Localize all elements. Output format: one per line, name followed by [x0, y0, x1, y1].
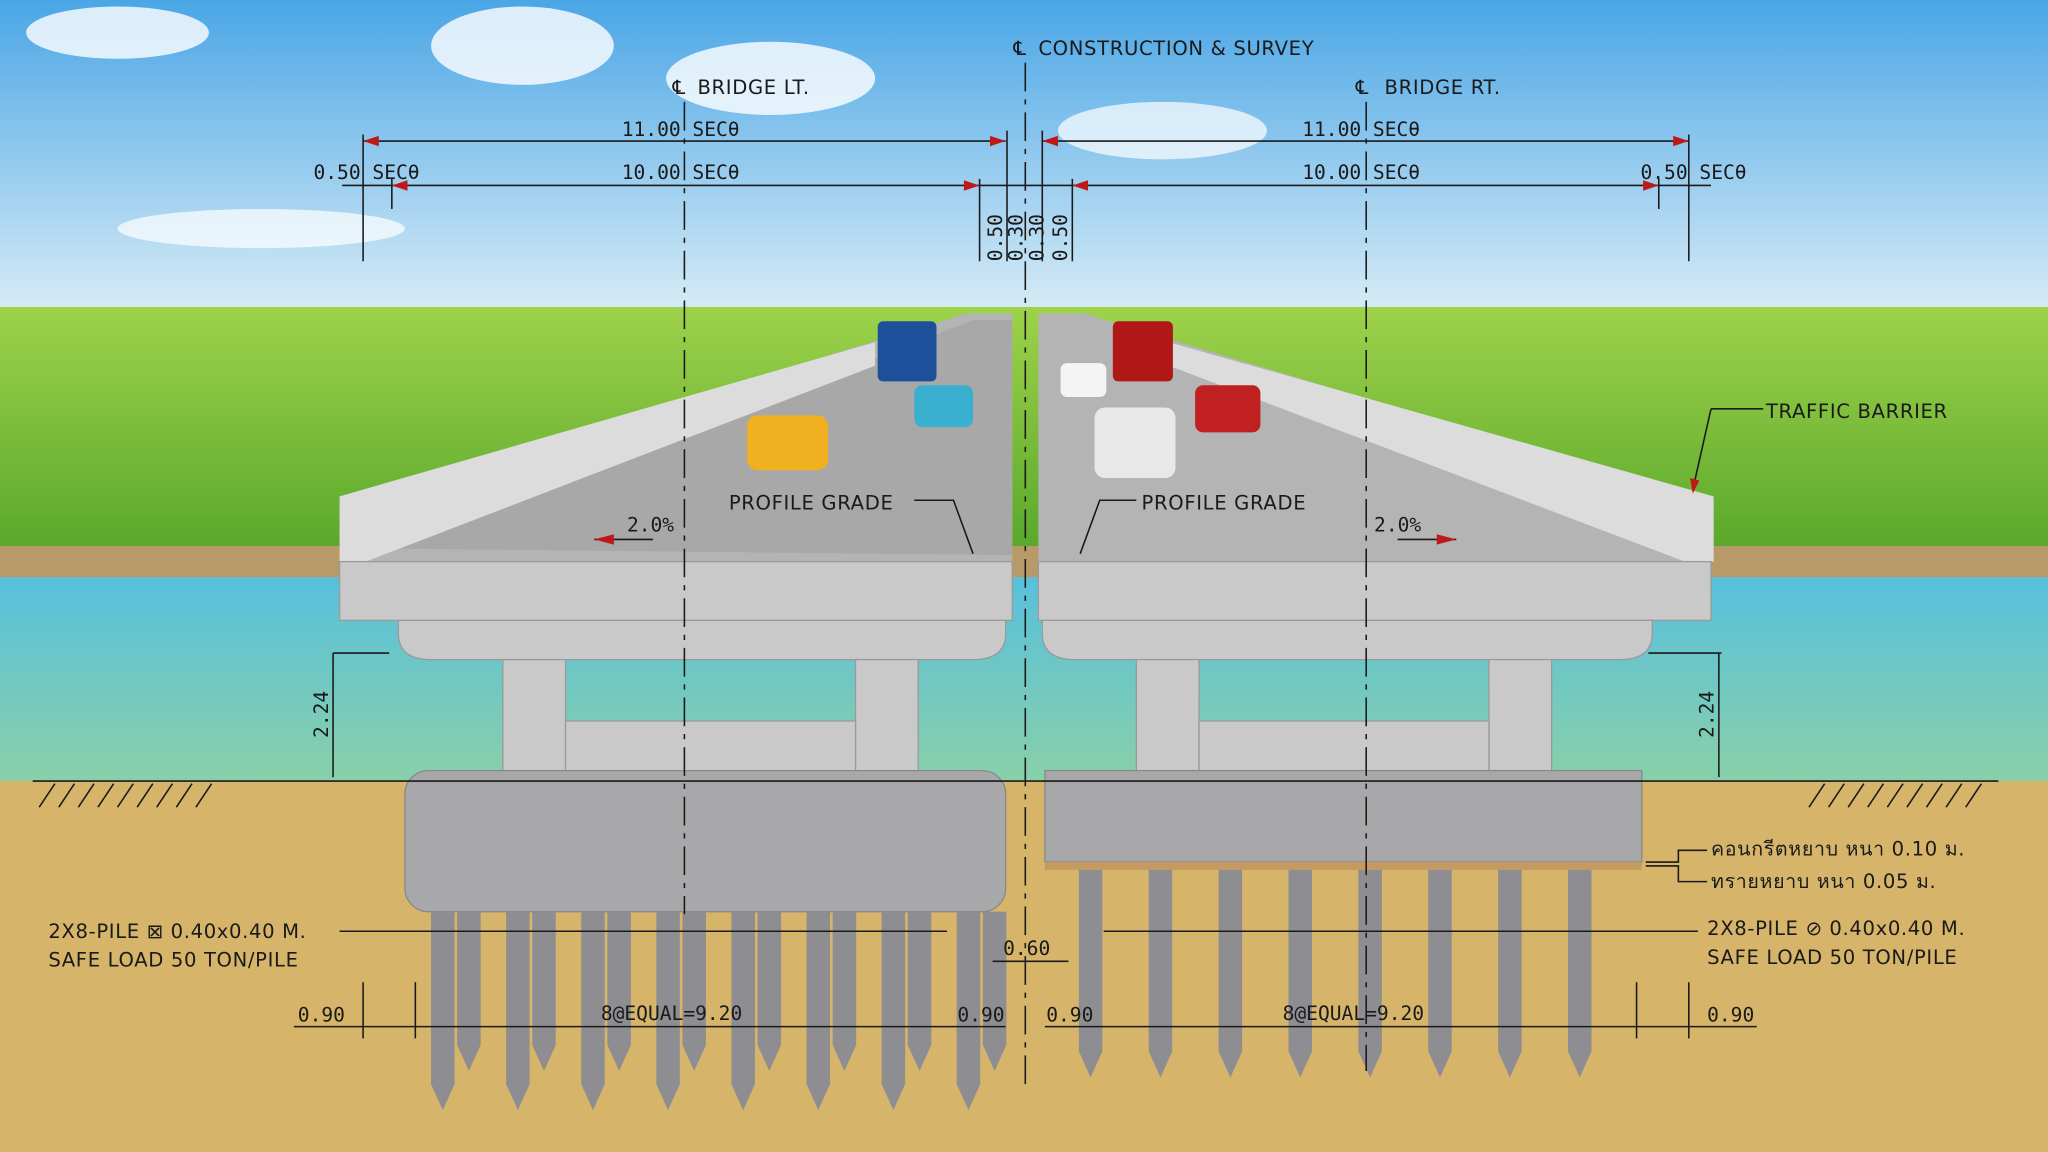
cl-symbol: ℄ — [1013, 37, 1027, 60]
dim-spacing-rt: 8@EQUAL=9.20 — [1283, 1002, 1424, 1025]
pile — [806, 911, 831, 1111]
bridge-left — [338, 313, 1013, 913]
pile — [881, 911, 906, 1111]
pile — [457, 911, 481, 1072]
annotations: TRAFFIC BARRIER PROFILE GRADE PROFILE GR… — [48, 400, 1965, 972]
pile — [656, 911, 680, 1111]
pile-lt-spec: 2X8-PILE ⊠ 0.40x0.40 M. — [48, 920, 306, 943]
pile — [907, 911, 932, 1072]
pile — [506, 911, 530, 1111]
dim-median-2: 0.30 — [1005, 214, 1028, 261]
pile — [982, 911, 1007, 1072]
cl-construction-label: CONSTRUCTION & SURVEY — [1038, 37, 1314, 60]
slope-rt-label: 2.0% — [1374, 514, 1421, 537]
dim-roadway-lt: 10.00 SECθ — [622, 161, 740, 184]
pile-rt-spec: 2X8-PILE ⊘ 0.40x0.40 M. — [1707, 917, 1965, 940]
cl-bridge-rt-label: BRIDGE RT. — [1384, 76, 1500, 99]
centerlines — [683, 62, 1367, 1085]
pile — [731, 911, 755, 1111]
slope-lt-label: 2.0% — [627, 514, 674, 537]
pile — [1498, 869, 1522, 1078]
ground-lines — [32, 780, 1999, 808]
pile — [832, 911, 857, 1072]
cl-labels: ℄ CONSTRUCTION & SURVEY ℄ BRIDGE LT. ℄ B… — [672, 37, 1500, 99]
pile — [956, 911, 981, 1111]
pile — [581, 911, 605, 1111]
dim-roadway-rt: 10.00 SECθ — [1302, 161, 1420, 184]
dimension-labels: 11.00 SECθ 11.00 SECθ 10.00 SECθ 10.00 S… — [298, 118, 1754, 1027]
dim-edge-lt-out: 0.90 — [298, 1003, 345, 1026]
lean-concrete-label: คอนกรีตหยาบ หนา 0.10 ม. — [1711, 838, 1965, 861]
dim-median-4: 0.50 — [1049, 214, 1072, 261]
pile — [532, 911, 556, 1072]
pile — [757, 911, 782, 1072]
profile-grade-lt-label: PROFILE GRADE — [729, 491, 894, 514]
bridge-right — [1037, 313, 1714, 870]
piles — [431, 869, 1592, 1111]
dimension-lines — [293, 130, 1764, 1039]
pile — [431, 911, 455, 1111]
dim-pier-height-lt: 2.24 — [310, 691, 333, 738]
dim-edge-rt-out: 0.90 — [1707, 1003, 1754, 1026]
dim-width-lt: 11.00 SECθ — [622, 118, 740, 141]
pile — [1358, 869, 1382, 1078]
dim-median-3: 0.30 — [1026, 214, 1049, 261]
pile — [1218, 869, 1243, 1078]
pile — [1078, 869, 1103, 1078]
sand-bedding-label: ทรายหยาบ หนา 0.05 ม. — [1711, 870, 1936, 893]
pile — [1568, 869, 1592, 1078]
traffic-barrier-label: TRAFFIC BARRIER — [1765, 400, 1948, 423]
pile — [682, 911, 706, 1072]
dim-width-rt: 11.00 SECθ — [1302, 118, 1420, 141]
dim-barrier-lt: 0.50 SECθ — [313, 161, 419, 184]
pile — [607, 911, 631, 1072]
cl-symbol: ℄ — [672, 76, 686, 99]
cl-bridge-lt-label: BRIDGE LT. — [697, 76, 809, 99]
dim-barrier-rt: 0.50 SECθ — [1640, 161, 1746, 184]
cl-symbol: ℄ — [1355, 76, 1369, 99]
dim-spacing-lt: 8@EQUAL=9.20 — [601, 1002, 742, 1025]
pile — [1148, 869, 1173, 1078]
profile-grade-rt-label: PROFILE GRADE — [1142, 491, 1307, 514]
pile-rt-load: SAFE LOAD 50 TON/PILE — [1707, 946, 1957, 969]
pile — [1428, 869, 1452, 1078]
dim-edge-rt-in: 0.90 — [1046, 1003, 1093, 1026]
dim-gap: 0.60 — [1003, 937, 1050, 960]
pile — [1288, 869, 1312, 1078]
pile-lt-load: SAFE LOAD 50 TON/PILE — [48, 949, 298, 972]
dim-pier-height-rt: 2.24 — [1696, 691, 1719, 738]
dim-edge-lt-in: 0.90 — [957, 1003, 1004, 1026]
dim-median-1: 0.50 — [984, 214, 1007, 261]
